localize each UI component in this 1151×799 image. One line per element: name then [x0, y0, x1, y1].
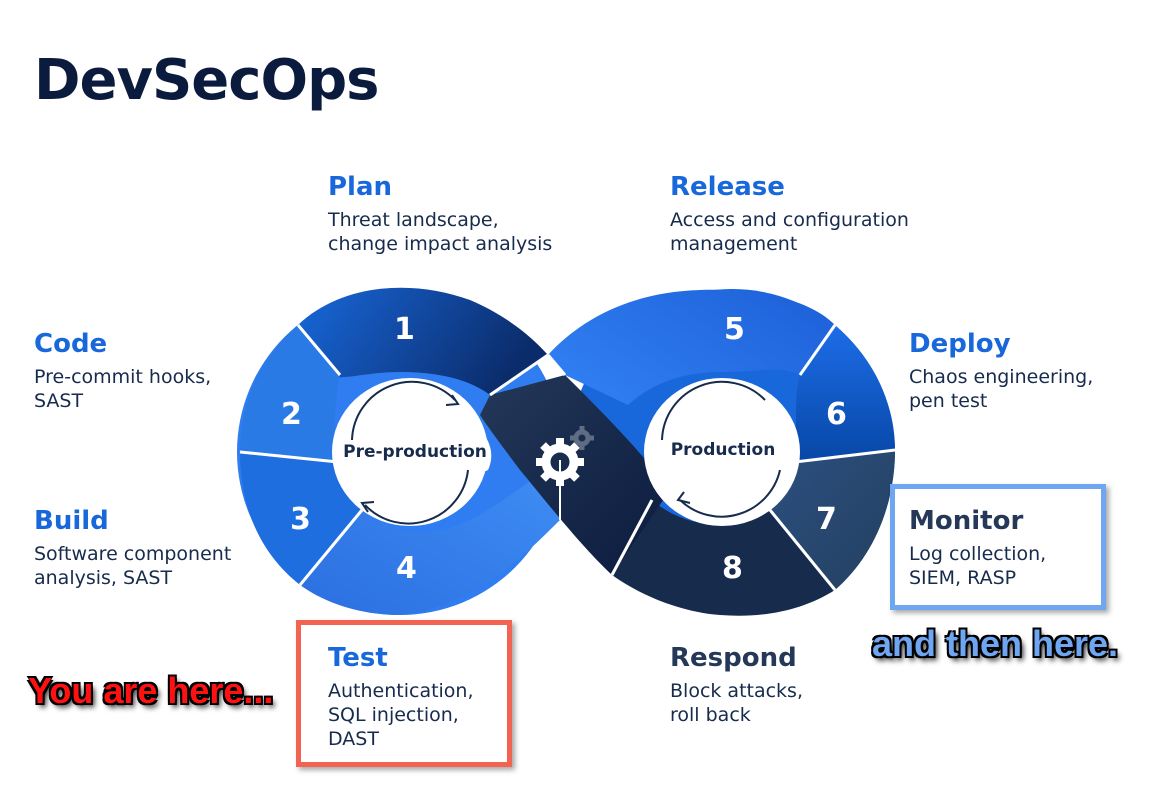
stage-deploy-desc: Chaos engineering, pen test — [909, 366, 1094, 412]
you-are-here-annotation: You are here... — [28, 670, 274, 711]
segment-number-2: 2 — [281, 397, 302, 432]
stage-respond-name: Respond — [670, 643, 797, 673]
then-here-annotation: and then here. — [872, 623, 1119, 664]
stage-build: Build Software component analysis, SAST — [34, 504, 334, 590]
segment-number-4: 4 — [396, 551, 417, 586]
stage-release-desc: Access and configuration management — [670, 209, 909, 255]
segment-number-8: 8 — [722, 551, 743, 586]
production-label: Production — [670, 440, 776, 460]
pre-production-label: Pre-production — [343, 442, 487, 462]
stage-plan-desc: Threat landscape, change impact analysis — [328, 209, 553, 255]
stage-code-name: Code — [34, 329, 108, 359]
stage-deploy: Deploy Chaos engineering, pen test — [909, 327, 1139, 413]
stage-respond: Respond Block attacks, roll back — [670, 641, 970, 727]
stage-code: Code Pre-commit hooks, SAST — [34, 327, 334, 413]
stage-plan: Plan Threat landscape, change impact ana… — [328, 170, 628, 256]
stage-monitor-name: Monitor — [909, 506, 1024, 536]
test-highlight-box — [296, 620, 512, 767]
stage-test: Test Authentication, SQL injection, DAST — [328, 641, 508, 751]
stage-respond-desc: Block attacks, roll back — [670, 680, 803, 726]
stage-code-desc: Pre-commit hooks, SAST — [34, 366, 212, 412]
page-title: DevSecOps — [34, 48, 379, 113]
stage-test-name: Test — [328, 643, 388, 673]
stage-release: Release Access and configuration managem… — [670, 170, 970, 256]
stage-monitor: Monitor Log collection, SIEM, RASP — [909, 504, 1099, 590]
stage-build-name: Build — [34, 506, 109, 536]
segment-number-7: 7 — [816, 502, 837, 537]
segment-number-3: 3 — [290, 502, 311, 537]
segment-number-1: 1 — [394, 312, 415, 347]
stage-release-name: Release — [670, 172, 785, 202]
stage-plan-name: Plan — [328, 172, 393, 202]
stage-test-desc: Authentication, SQL injection, DAST — [328, 680, 474, 750]
segment-number-6: 6 — [826, 397, 847, 432]
stage-build-desc: Software component analysis, SAST — [34, 543, 232, 589]
stage-monitor-desc: Log collection, SIEM, RASP — [909, 543, 1047, 589]
monitor-highlight-box — [890, 484, 1106, 610]
stage-deploy-name: Deploy — [909, 329, 1011, 359]
segment-number-5: 5 — [724, 312, 745, 347]
